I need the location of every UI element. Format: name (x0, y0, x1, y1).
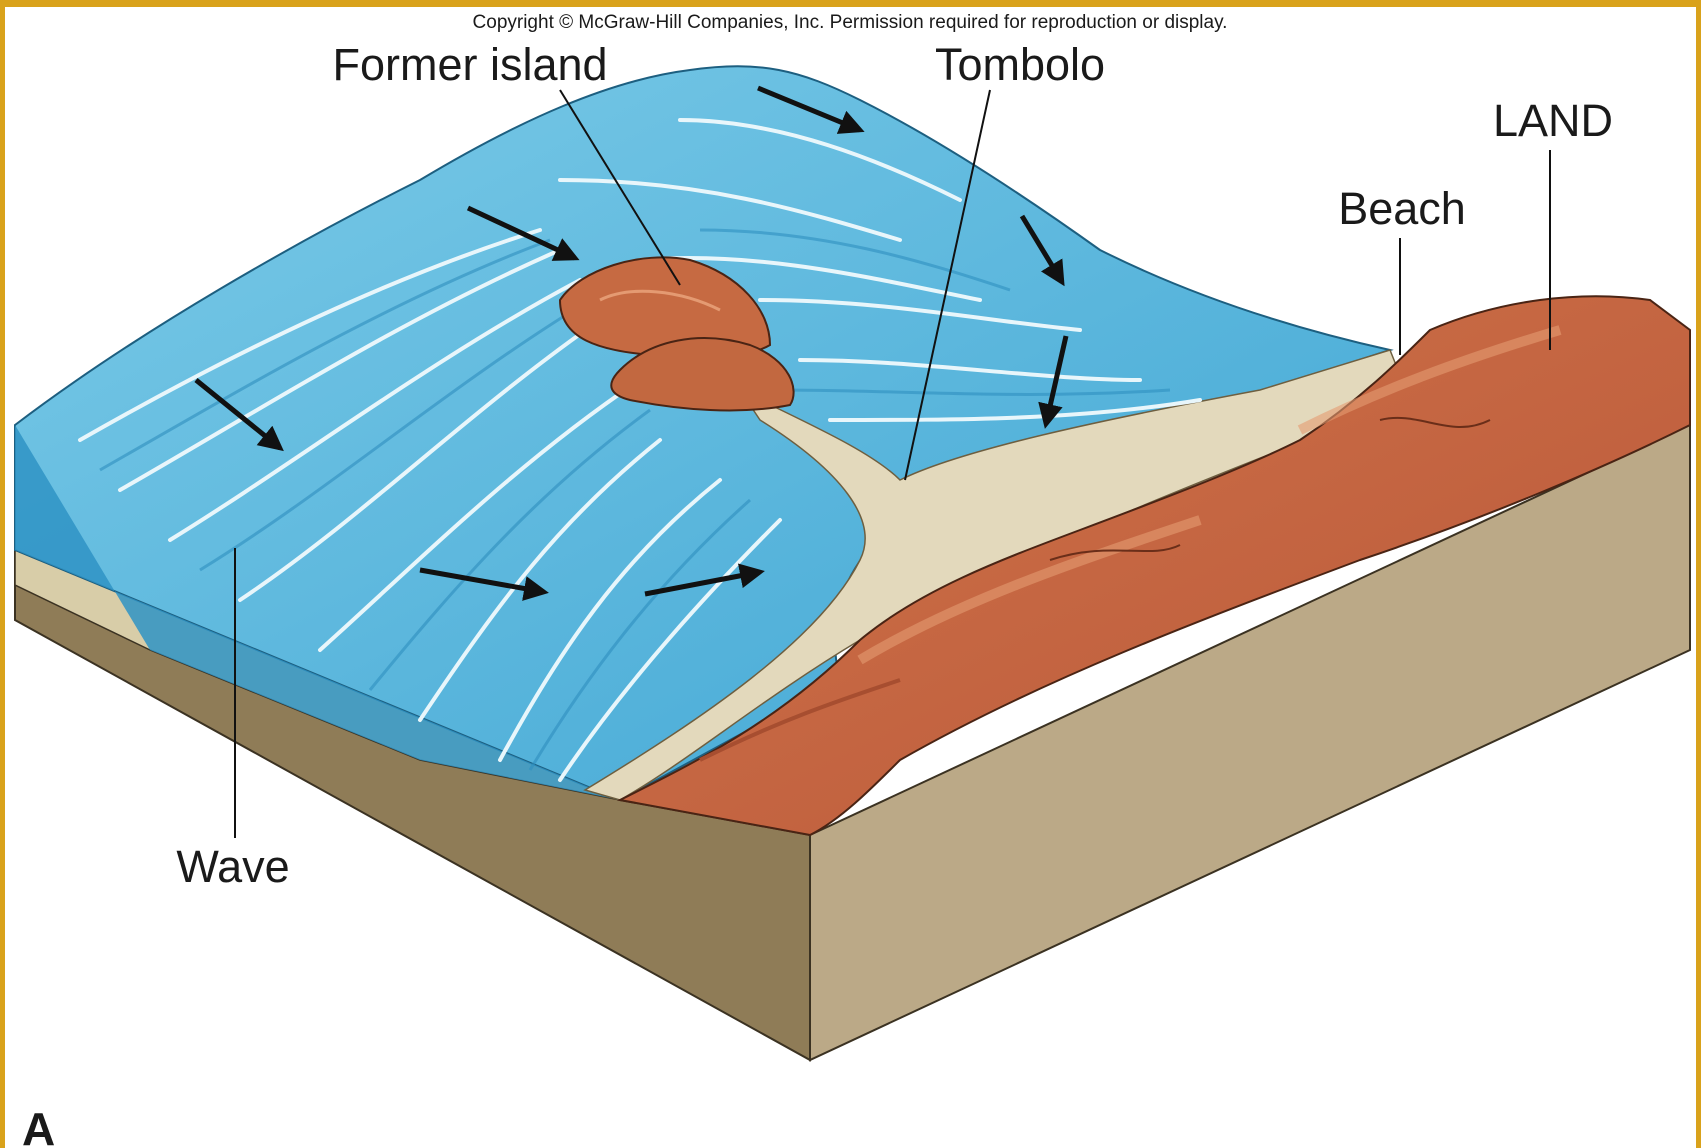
label-land: LAND (1493, 95, 1613, 146)
label-former-island: Former island (332, 39, 607, 90)
panel-letter: A (22, 1103, 55, 1148)
label-tombolo: Tombolo (935, 39, 1105, 90)
copyright-notice: Copyright © McGraw-Hill Companies, Inc. … (473, 12, 1228, 33)
label-wave: Wave (176, 841, 289, 892)
label-beach: Beach (1338, 183, 1466, 234)
